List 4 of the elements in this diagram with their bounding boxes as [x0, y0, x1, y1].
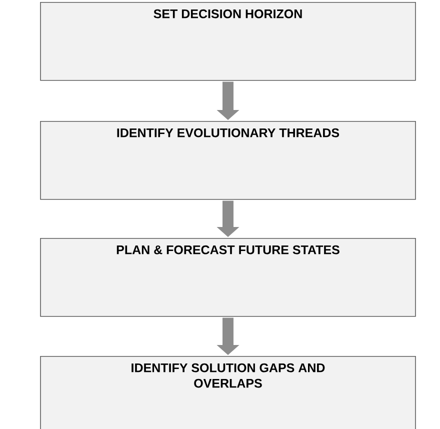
process-box: PLAN & FORECAST FUTURE STATES [40, 238, 416, 317]
process-box: SET DECISION HORIZON [40, 2, 416, 81]
process-box: IDENTIFY SOLUTION GAPS AND OVERLAPS [40, 356, 416, 429]
process-box: IDENTIFY EVOLUTIONARY THREADS [40, 121, 416, 200]
